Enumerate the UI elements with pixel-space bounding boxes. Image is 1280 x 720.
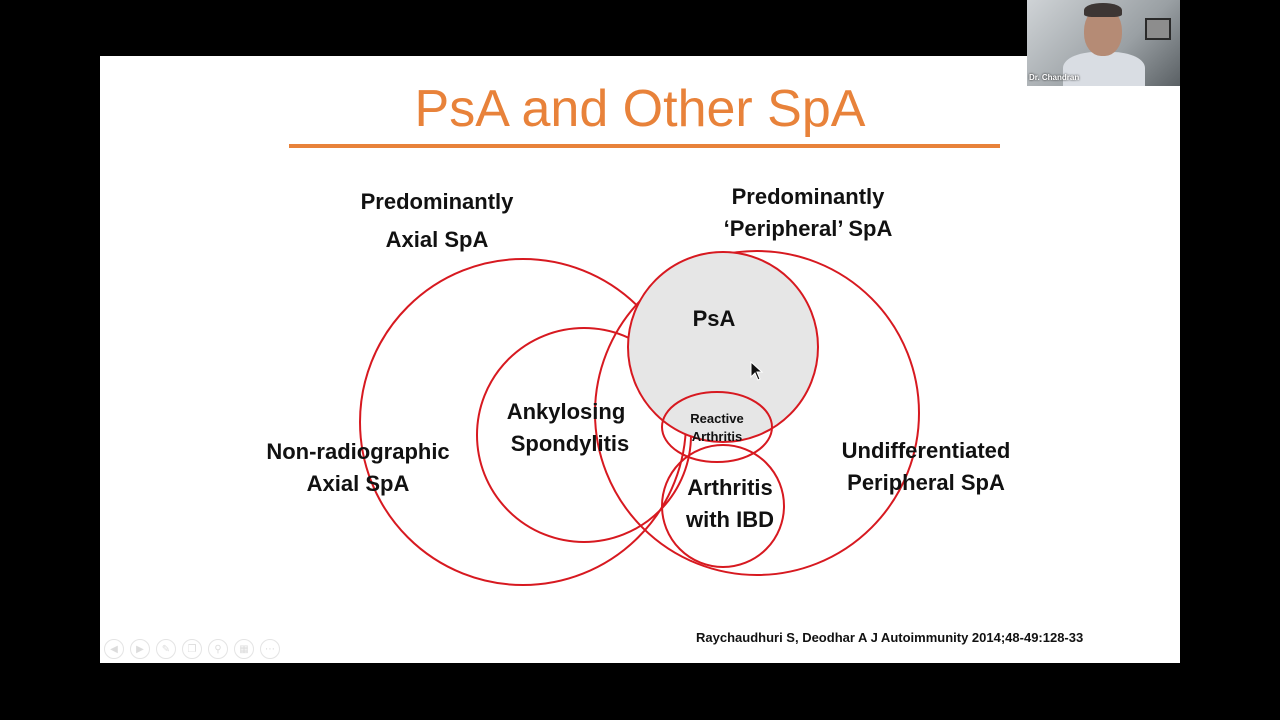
label-nr-axial-spa: Non-radiographic Axial SpA	[266, 439, 450, 496]
participant-name: Dr. Chandran	[1029, 73, 1080, 82]
label-undifferentiated-peripheral: Undifferentiated Peripheral SpA	[841, 438, 1011, 495]
label-ankylosing-spondylitis: Ankylosing Spondylitis	[506, 399, 630, 456]
slideshow-toolbar: ◀ ▶ ✎ ❐ ⚲ ▦ ⋯	[104, 639, 280, 659]
label-arthritis-ibd: Arthritis with IBD	[686, 475, 774, 532]
circle-arthritis-ibd	[661, 444, 785, 568]
circle-reactive-arthritis	[661, 391, 773, 463]
grid-icon[interactable]: ▦	[234, 639, 254, 659]
label-predominantly-axial: Predominantly Axial SpA	[360, 189, 514, 252]
slide: PsA and Other SpA Predominantly Axial Sp…	[100, 56, 1180, 663]
circle-peripheral-spa	[594, 250, 920, 576]
venn-diagram	[359, 250, 920, 586]
circle-psa	[627, 251, 819, 443]
next-icon[interactable]: ▶	[130, 639, 150, 659]
zoom-icon[interactable]: ⚲	[208, 639, 228, 659]
webcam-thumbnail[interactable]: Dr. Chandran	[1027, 0, 1180, 86]
slide-title: PsA and Other SpA	[414, 80, 866, 138]
participant-body	[1063, 52, 1145, 86]
participant-hair	[1084, 3, 1122, 17]
copy-icon[interactable]: ❐	[182, 639, 202, 659]
label-predominantly-peripheral: Predominantly ‘Peripheral’ SpA	[723, 184, 893, 241]
more-icon[interactable]: ⋯	[260, 639, 280, 659]
prev-icon[interactable]: ◀	[104, 639, 124, 659]
title-underline	[289, 144, 1000, 148]
wall-frame-icon	[1145, 18, 1171, 40]
pen-icon[interactable]: ✎	[156, 639, 176, 659]
mouse-cursor-icon	[750, 361, 764, 381]
citation: Raychaudhuri S, Deodhar A J Autoimmunity…	[696, 630, 1084, 645]
label-psa: PsA	[692, 306, 736, 331]
label-reactive-arthritis: Reactive Arthritis	[690, 411, 744, 444]
